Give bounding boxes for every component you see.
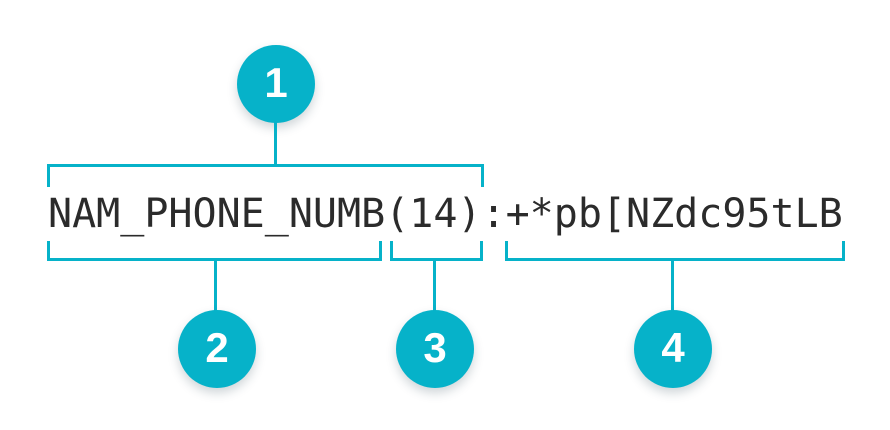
token-field-length: (14) (385, 191, 482, 237)
token-field-value: +*pb[NZdc95tLB (505, 191, 843, 237)
token-string: NAM_PHONE_NUMB(14):+*pb[NZdc95tLB (48, 190, 843, 238)
bracket-name-and-length (47, 164, 484, 187)
callout-1-badge: 1 (237, 45, 315, 123)
callout-2-badge: 2 (178, 310, 256, 388)
callout-2-label: 2 (205, 324, 229, 371)
bracket-value (505, 241, 845, 261)
callout-2-connector-line (214, 258, 217, 313)
callout-3-badge: 3 (396, 310, 474, 388)
callout-3-label: 3 (423, 324, 447, 371)
token-separator: : (481, 191, 506, 237)
callout-1-connector-line (274, 120, 277, 166)
callout-4-label: 4 (661, 324, 685, 371)
callout-4-badge: 4 (634, 310, 712, 388)
callout-4-connector-line (671, 258, 674, 313)
token-field-name: NAM_PHONE_NUMB (48, 191, 386, 237)
callout-1-label: 1 (264, 59, 288, 106)
bracket-length (390, 241, 483, 261)
callout-3-connector-line (433, 258, 436, 313)
